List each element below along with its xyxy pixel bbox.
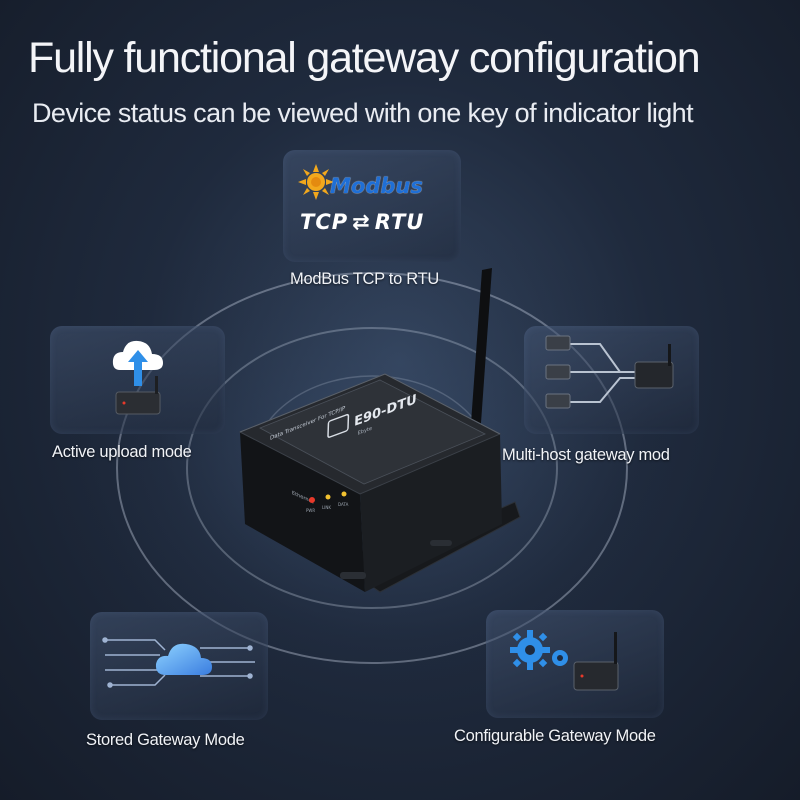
cloud-storage-icon	[102, 637, 255, 688]
gear-config-icon	[510, 630, 619, 691]
page-title: Fully functional gateway configuration	[28, 34, 701, 82]
feature-label-stored-gateway: Stored Gateway Mode	[86, 731, 245, 749]
modbus-sun-icon	[298, 164, 334, 200]
tcp-label: TCP	[300, 210, 349, 234]
feature-label-configurable-gateway: Configurable Gateway Mode	[454, 727, 656, 745]
cloud-upload-icon	[112, 340, 163, 415]
multi-host-icon	[545, 335, 674, 409]
led-label-link: LINK	[322, 505, 331, 510]
swap-arrows-icon: ⇄	[352, 210, 371, 234]
link-led-icon	[325, 494, 331, 500]
power-led-icon	[309, 497, 315, 503]
rtu-label: RTU	[374, 210, 425, 234]
feature-label-multi-host: Multi-host gateway mod	[502, 446, 670, 464]
led-label-data: DATA	[338, 502, 349, 507]
modbus-brand: Modbus	[330, 174, 423, 198]
feature-label-modbus: ModBus TCP to RTU	[290, 270, 439, 288]
modbus-card	[283, 150, 461, 262]
device-brand: Ebyte	[358, 426, 372, 437]
antenna-icon	[470, 268, 492, 437]
data-led-icon	[341, 491, 347, 497]
led-label-pwr: PWR	[306, 508, 315, 513]
feature-label-active-upload: Active upload mode	[52, 443, 192, 461]
gateway-device: E90-DTU Ebyte Data Transceiver For TCP/I…	[238, 268, 521, 593]
page-subtitle: Device status can be viewed with one key…	[32, 98, 694, 128]
tcp-rtu-conversion: TCP⇄RTU	[300, 210, 424, 234]
